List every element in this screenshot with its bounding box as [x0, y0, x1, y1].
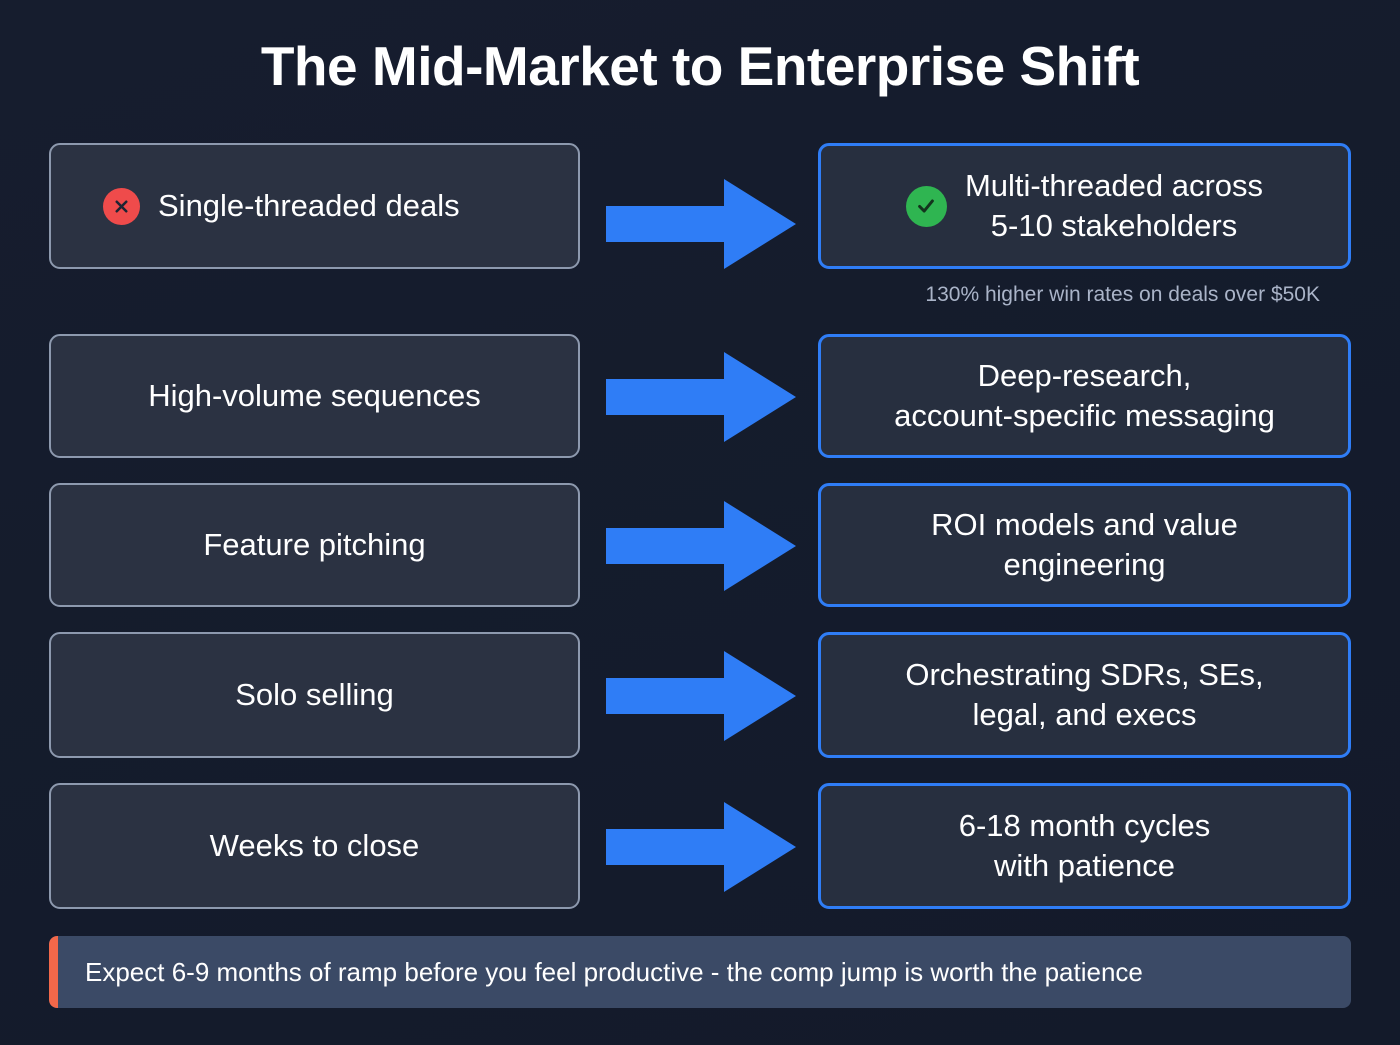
- x-circle-icon: [103, 187, 140, 225]
- arrow-right-icon: [606, 352, 796, 442]
- before-card: Weeks to close: [49, 783, 580, 909]
- before-card-label: Weeks to close: [209, 828, 420, 864]
- after-card: Multi-threaded across 5-10 stakeholders: [818, 143, 1351, 269]
- after-card-label: Multi-threaded across 5-10 stakeholders: [964, 168, 1264, 243]
- before-card: Single-threaded deals: [49, 143, 580, 269]
- after-card: Orchestrating SDRs, SEs, legal, and exec…: [818, 632, 1351, 758]
- before-card: Solo selling: [49, 632, 580, 758]
- arrow-right-icon: [606, 802, 796, 892]
- footer-banner: Expect 6-9 months of ramp before you fee…: [49, 936, 1351, 1008]
- after-card: ROI models and value engineering: [818, 483, 1351, 607]
- accent-bar: [49, 936, 58, 1008]
- after-card: 6-18 month cycles with patience: [818, 783, 1351, 909]
- footer-text: Expect 6-9 months of ramp before you fee…: [85, 956, 1143, 987]
- stat-caption: 130% higher win rates on deals over $50K: [925, 283, 1320, 306]
- arrow-right-icon: [606, 179, 796, 269]
- after-card-label: 6-18 month cycles with patience: [958, 808, 1211, 883]
- before-card-label: High-volume sequences: [148, 378, 481, 414]
- after-card-label: ROI models and value engineering: [931, 507, 1238, 582]
- before-card-label: Solo selling: [235, 677, 394, 713]
- before-card-label: Feature pitching: [203, 527, 426, 563]
- check-circle-icon: [905, 185, 947, 227]
- before-card-label: Single-threaded deals: [158, 188, 460, 224]
- before-card: High-volume sequences: [49, 334, 580, 458]
- page-title: The Mid-Market to Enterprise Shift: [260, 35, 1140, 97]
- arrow-right-icon: [606, 651, 796, 741]
- after-card: Deep-research, account-specific messagin…: [818, 334, 1351, 458]
- before-card: Feature pitching: [49, 483, 580, 607]
- after-card-label: Orchestrating SDRs, SEs, legal, and exec…: [905, 657, 1264, 732]
- arrow-right-icon: [606, 501, 796, 591]
- after-card-label: Deep-research, account-specific messagin…: [894, 358, 1275, 433]
